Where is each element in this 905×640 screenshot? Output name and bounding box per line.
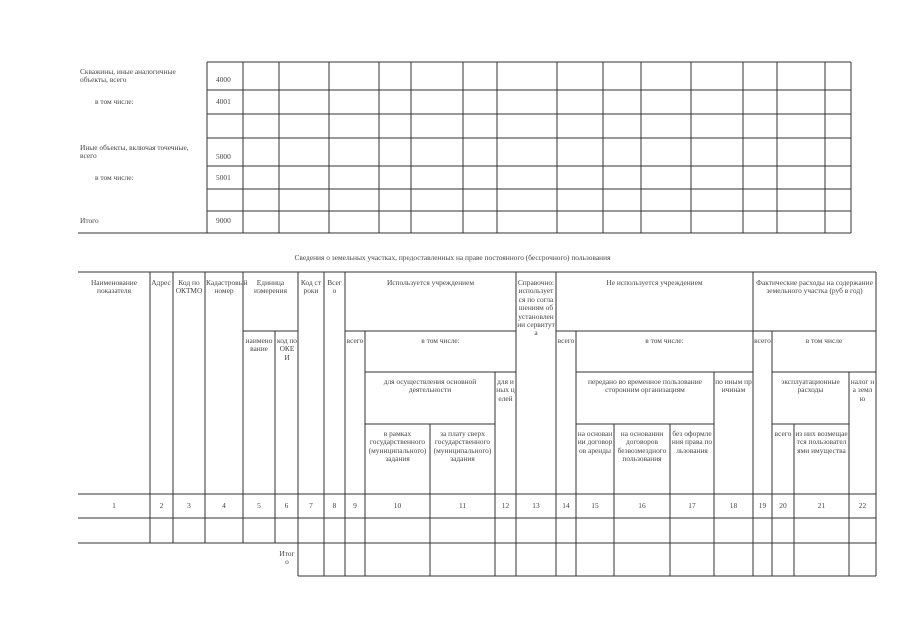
col-number: 14 [562, 500, 570, 510]
col-number: 12 [501, 500, 510, 510]
hdr-within-task: в рамках государственного (муниципальног… [368, 429, 427, 464]
hdr-nu-total: всего [557, 336, 575, 345]
row-name-4000: Скважины, иные аналогичные объекты, всег… [80, 67, 176, 85]
hdr-used: Используется учреждением [386, 278, 475, 287]
col-number: 20 [779, 500, 787, 510]
col-number: 3 [187, 500, 191, 510]
hdr-reimbursed: из них возмещается пользователями имущес… [795, 429, 848, 455]
hdr-unit: Единица измерения [253, 278, 287, 296]
hdr-nu-incl: в том числе: [645, 336, 684, 345]
hdr-unit-name: наименование [245, 336, 273, 354]
row-code-5000: 5000 [216, 152, 231, 161]
hdr-other-purposes: для иных целей [496, 377, 515, 403]
col-number: 17 [688, 500, 696, 510]
col-number: 21 [817, 500, 826, 510]
hdr-address: Адрес [151, 278, 171, 287]
hdr-temp-transfer: передано во временное пользование сторон… [588, 377, 702, 395]
col-number: 13 [532, 500, 540, 510]
hdr-free-use: на основании договоров безвозмездного по… [617, 429, 667, 464]
hdr-total: Всего [327, 278, 342, 296]
col-number: 16 [638, 500, 646, 510]
hdr-name: Наименование показателя [90, 278, 138, 296]
col-number: 18 [729, 500, 738, 510]
col-number: 4 [222, 500, 226, 510]
hdr-exp-all: всего [774, 429, 792, 438]
col-number: 5 [257, 500, 261, 510]
row-code-5001: 5001 [216, 173, 231, 182]
row-name-9000: Итого [80, 216, 99, 225]
section-title: Сведения о земельных участках, предостав… [294, 253, 611, 262]
hdr-row-code: Код строки [300, 278, 322, 296]
hdr-lease: на основании договоров аренды [577, 429, 613, 455]
col-number: 1 [112, 500, 116, 510]
hdr-oktmo: Код по ОКТМО [175, 278, 203, 296]
hdr-main-activity: для осуществления основной деятельности [383, 377, 477, 395]
col-number: 8 [332, 500, 337, 510]
hdr-not-used: Не используется учреждением [606, 278, 703, 287]
hdr-land-tax: налог на землю [850, 377, 875, 403]
hdr-other-reasons: по иным причинам [715, 377, 752, 395]
hdr-exp-incl: в том числе [805, 336, 843, 345]
col-number: 19 [758, 500, 767, 510]
hdr-used-total: всего [346, 336, 364, 345]
hdr-expenses: Фактические расходы на содержание земель… [756, 278, 873, 296]
row-name-4001: в том числе: [95, 97, 134, 106]
hdr-reference: Справочно: используется по соглашениям о… [517, 278, 555, 338]
hdr-paid-above: за плату сверх государственного (муницип… [433, 429, 492, 464]
hdr-used-incl: в том числе: [421, 336, 460, 345]
hdr-unit-okei: код по ОКЕИ [277, 336, 297, 362]
hdr-cadastral: Кадастровый номер [206, 278, 248, 296]
row-name-5000: Иные объекты, включая точечные, всего [80, 143, 189, 161]
col-number: 15 [591, 500, 599, 510]
col-number: 9 [353, 500, 357, 510]
row-code-4001: 4001 [216, 97, 231, 106]
hdr-no-right: без оформления права пользования [671, 429, 713, 455]
col-number: 2 [159, 500, 164, 510]
row-code-4000: 4000 [216, 75, 231, 84]
col-number: 11 [458, 500, 467, 510]
hdr-exp-total: всего [754, 336, 771, 345]
col-number: 22 [858, 500, 867, 510]
col-number: 6 [284, 500, 289, 510]
hdr-operating: эксплуатационные расходы [781, 377, 840, 395]
total-label: Итого [279, 549, 295, 567]
col-number: 7 [309, 500, 313, 510]
row-name-5001: в том числе: [95, 173, 134, 182]
row-code-9000: 9000 [216, 216, 231, 225]
col-number: 10 [393, 500, 402, 510]
